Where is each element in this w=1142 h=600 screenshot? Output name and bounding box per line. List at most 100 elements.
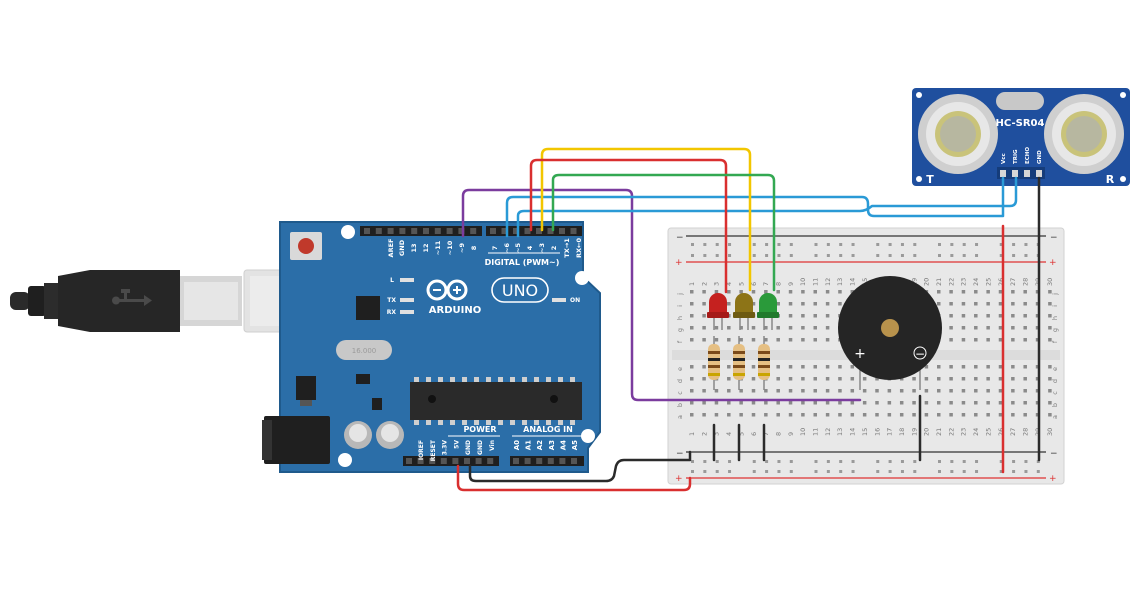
breadboard-hole bbox=[788, 326, 793, 330]
digital-pin-socket[interactable] bbox=[411, 228, 418, 234]
power-pin-socket[interactable] bbox=[475, 458, 482, 464]
led-yellow[interactable] bbox=[733, 293, 755, 318]
rail-plus-label: + bbox=[675, 474, 683, 484]
power-pin-socket[interactable] bbox=[440, 458, 447, 464]
breadboard-hole bbox=[974, 365, 978, 369]
column-number: 13 bbox=[836, 278, 844, 286]
analog-pin-socket[interactable] bbox=[547, 458, 554, 464]
breadboard-hole bbox=[998, 377, 1003, 381]
rail-hole bbox=[950, 470, 954, 473]
usb-chip bbox=[356, 296, 380, 320]
power-header bbox=[403, 456, 499, 466]
power-pin-socket[interactable] bbox=[406, 458, 412, 464]
digital-pin-socket[interactable] bbox=[364, 228, 370, 234]
led-green[interactable] bbox=[757, 293, 779, 318]
digital-pin-socket[interactable] bbox=[434, 228, 441, 234]
on-led bbox=[552, 298, 566, 302]
rail-hole bbox=[703, 254, 707, 257]
rail-hole bbox=[888, 254, 892, 257]
column-number: 20 bbox=[923, 278, 931, 286]
digital-pin-socket[interactable] bbox=[470, 228, 477, 234]
breadboard-hole bbox=[937, 413, 941, 417]
digital-pin-socket[interactable] bbox=[423, 228, 429, 234]
column-number: 28 bbox=[1021, 278, 1029, 286]
digital-pin-socket[interactable] bbox=[547, 228, 554, 234]
chip-pin bbox=[462, 420, 467, 425]
reset-button[interactable] bbox=[290, 232, 322, 260]
hc-sr04-sensor[interactable] bbox=[912, 88, 1130, 186]
breadboard-hole bbox=[739, 401, 743, 405]
analog-pin-socket[interactable] bbox=[571, 458, 577, 464]
piezo-buzzer[interactable] bbox=[838, 276, 942, 380]
power-pin-socket[interactable] bbox=[464, 458, 470, 464]
rail-hole bbox=[765, 243, 769, 246]
chip-pin bbox=[570, 420, 575, 425]
breadboard-hole bbox=[813, 290, 817, 294]
analog-pin-socket[interactable] bbox=[559, 458, 566, 464]
digital-pin-socket[interactable] bbox=[513, 228, 519, 234]
wire-blue-trig[interactable] bbox=[516, 176, 1018, 238]
digital-pin-socket[interactable] bbox=[570, 228, 577, 234]
breadboard-hole bbox=[776, 290, 780, 294]
digital-pin-socket[interactable] bbox=[375, 228, 382, 234]
breadboard-hole bbox=[862, 401, 867, 405]
smd-chip bbox=[356, 374, 370, 384]
wire-red-signal[interactable] bbox=[529, 158, 728, 294]
rail-hole bbox=[839, 254, 843, 257]
digital-pin-socket[interactable] bbox=[387, 228, 394, 234]
breadboard-hole bbox=[801, 326, 805, 330]
digital-pin-label: ~10 bbox=[446, 240, 454, 255]
breadboard-hole bbox=[875, 401, 879, 405]
wire-purple[interactable] bbox=[461, 188, 862, 402]
power-pin-socket[interactable] bbox=[429, 458, 436, 464]
wire-black-gnd[interactable] bbox=[468, 450, 692, 483]
power-pin-socket[interactable] bbox=[487, 458, 494, 464]
breadboard-hole bbox=[801, 389, 805, 393]
digital-pin-socket[interactable] bbox=[559, 228, 565, 234]
power-pin-socket[interactable] bbox=[452, 458, 459, 464]
row-letter: a bbox=[676, 415, 684, 419]
breadboard-hole bbox=[1048, 377, 1052, 381]
breadboard-hole bbox=[1023, 389, 1027, 393]
chip-pin bbox=[438, 377, 443, 382]
digital-pin-socket[interactable] bbox=[524, 228, 531, 234]
rail-hole bbox=[814, 470, 818, 473]
breadboard-hole bbox=[739, 326, 743, 330]
digital-pin-socket[interactable] bbox=[446, 228, 453, 234]
resistor-3[interactable] bbox=[758, 344, 770, 380]
led-red[interactable] bbox=[707, 293, 729, 318]
rail-hole bbox=[765, 470, 769, 473]
wire-blue[interactable] bbox=[505, 176, 1005, 238]
breadboard-hole bbox=[813, 314, 817, 318]
wire-red-5v[interactable] bbox=[456, 464, 692, 492]
resistor-1[interactable] bbox=[708, 344, 720, 380]
rail-hole bbox=[1024, 254, 1028, 257]
rail-hole bbox=[1012, 470, 1016, 473]
usb-cable[interactable] bbox=[10, 270, 242, 332]
breadboard-hole bbox=[912, 389, 916, 393]
chip-pin bbox=[486, 420, 491, 425]
breadboard-hole bbox=[801, 338, 805, 342]
power-pin-socket[interactable] bbox=[417, 458, 424, 464]
column-number: 6 bbox=[750, 432, 758, 436]
digital-pin-socket[interactable] bbox=[490, 228, 496, 234]
breadboard-hole bbox=[1011, 377, 1015, 381]
sensor-crystal bbox=[996, 92, 1044, 110]
resistor-2[interactable] bbox=[733, 344, 745, 380]
breadboard-hole bbox=[751, 290, 756, 294]
receiver-icon bbox=[1044, 94, 1124, 174]
wire-green[interactable] bbox=[551, 173, 776, 292]
column-number: 26 bbox=[997, 278, 1005, 286]
column-number: 24 bbox=[972, 278, 980, 286]
analog-pin-socket[interactable] bbox=[513, 458, 519, 464]
analog-pin-socket[interactable] bbox=[524, 458, 531, 464]
wire-yellow[interactable] bbox=[540, 147, 752, 292]
breadboard-hole bbox=[764, 326, 768, 330]
rail-hole bbox=[888, 460, 892, 463]
digital-pin-socket[interactable] bbox=[399, 228, 406, 234]
digital-pin-socket[interactable] bbox=[458, 228, 465, 234]
digital-pin-socket[interactable] bbox=[501, 228, 508, 234]
analog-pin-socket[interactable] bbox=[536, 458, 543, 464]
digital-pin-socket[interactable] bbox=[536, 228, 542, 234]
column-number: 8 bbox=[774, 282, 782, 286]
